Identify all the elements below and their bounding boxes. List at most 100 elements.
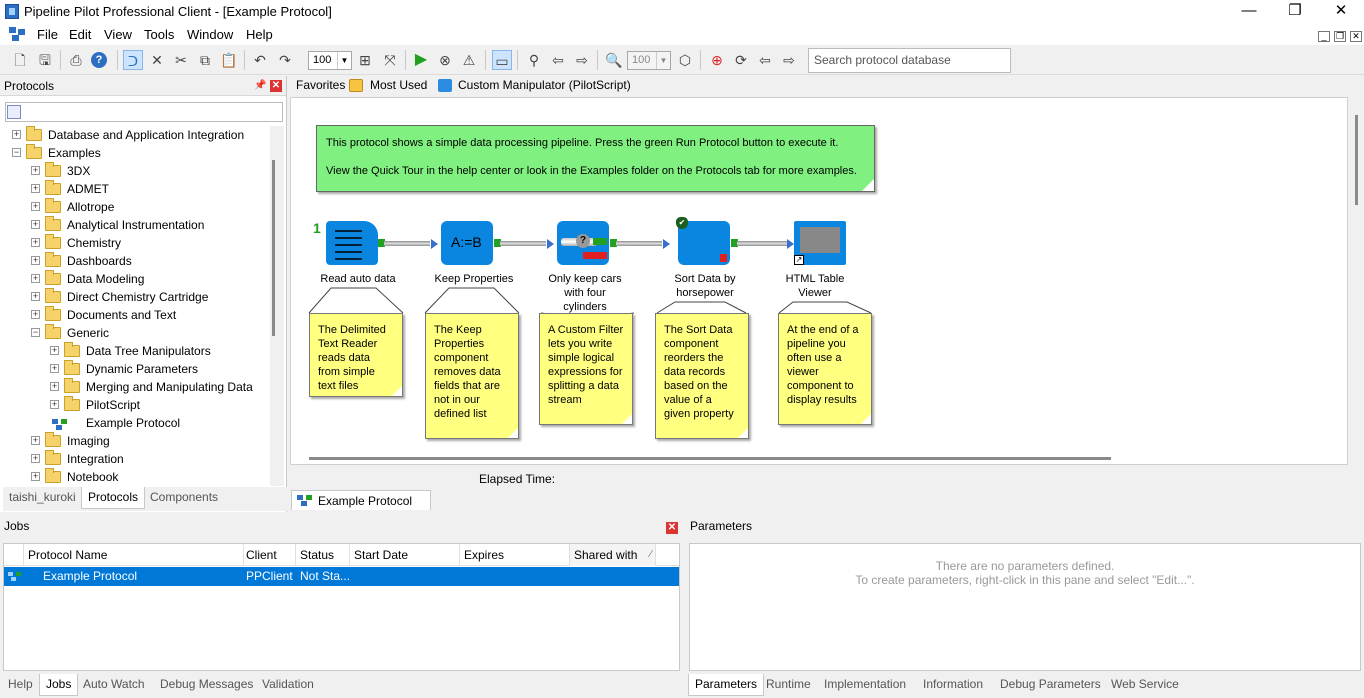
col-client[interactable]: Client T...: [242, 544, 296, 584]
search-input[interactable]: Search protocol database: [808, 48, 1011, 73]
tab-information[interactable]: Information: [923, 677, 984, 691]
tree-item[interactable]: +Direct Chemistry Cartridge: [0, 288, 270, 306]
minimize-button[interactable]: —: [1241, 2, 1257, 19]
menu-file[interactable]: File: [37, 27, 58, 42]
col-status[interactable]: Status: [296, 544, 350, 566]
tab-parameters[interactable]: Parameters: [688, 674, 765, 696]
tree-item[interactable]: +ADMET: [0, 180, 270, 198]
col-shared-with[interactable]: Shared with: [570, 544, 656, 566]
forward-icon[interactable]: ⇨: [576, 52, 588, 68]
component-sort-data[interactable]: ✔: [676, 217, 730, 265]
menu-window[interactable]: Window: [187, 27, 234, 42]
col-protocol-name[interactable]: Protocol Name: [24, 544, 244, 566]
tab-jobs[interactable]: Jobs: [39, 674, 79, 696]
refresh-icon[interactable]: ⟳: [735, 52, 747, 68]
tree-item[interactable]: Example Protocol: [0, 414, 270, 432]
tree-item[interactable]: +Chemistry: [0, 234, 270, 252]
tab-help[interactable]: Help: [8, 677, 33, 691]
tab-protocols[interactable]: Protocols: [81, 487, 146, 509]
save-icon[interactable]: 🖫: [39, 52, 51, 68]
tab-runtime[interactable]: Runtime: [766, 677, 811, 691]
collapse-icon[interactable]: −: [12, 147, 21, 157]
expand-icon[interactable]: +: [12, 129, 21, 139]
custom-manipulator-label[interactable]: Custom Manipulator (PilotScript): [458, 78, 631, 92]
expand-icon[interactable]: +: [50, 363, 59, 373]
tree-scrollbar-thumb[interactable]: [272, 160, 275, 336]
tab-debug-parameters[interactable]: Debug Parameters: [1000, 677, 1101, 691]
mdi-minimize-button[interactable]: _: [1318, 31, 1330, 42]
tab-implementation[interactable]: Implementation: [824, 677, 907, 691]
tree-item[interactable]: +Documents and Text: [0, 306, 270, 324]
expand-icon[interactable]: +: [31, 183, 40, 193]
tab-auto-watch[interactable]: Auto Watch: [83, 677, 145, 691]
tab-components[interactable]: Components: [150, 490, 219, 504]
warning-icon[interactable]: ⚠: [462, 52, 476, 68]
mdi-close-button[interactable]: ✕: [1350, 31, 1362, 42]
tree-item[interactable]: +Data Tree Manipulators: [0, 342, 270, 360]
component-read-auto-data[interactable]: [326, 221, 378, 265]
close-button[interactable]: ✕: [1334, 2, 1348, 19]
tab-validation[interactable]: Validation: [262, 677, 314, 691]
expand-icon[interactable]: +: [31, 201, 40, 211]
note-sort-data[interactable]: The Sort Data component reorders the dat…: [655, 313, 749, 439]
nav-forward-icon[interactable]: ⇨: [783, 52, 795, 68]
tree-item[interactable]: +Data Modeling: [0, 270, 270, 288]
tab-web-service[interactable]: Web Service: [1111, 677, 1179, 691]
expand-icon[interactable]: +: [31, 273, 40, 283]
component-keep-properties[interactable]: A:=B: [441, 221, 493, 265]
col-expires[interactable]: Expires: [460, 544, 570, 566]
lasso-icon[interactable]: ᑐ: [123, 50, 143, 70]
cube-icon[interactable]: ⬡: [678, 52, 692, 68]
maximize-button[interactable]: ❐: [1288, 2, 1302, 19]
new-file-icon[interactable]: 🗋: [14, 52, 26, 68]
expand-icon[interactable]: +: [50, 399, 59, 409]
menu-edit[interactable]: Edit: [69, 27, 92, 42]
tree-item[interactable]: +Database and Application Integration: [0, 126, 270, 144]
cut-icon[interactable]: ✂: [175, 52, 187, 68]
expand-icon[interactable]: +: [31, 255, 40, 265]
expand-icon[interactable]: +: [50, 345, 59, 355]
expand-icon[interactable]: +: [31, 291, 40, 301]
tree-item[interactable]: +Notebook: [0, 468, 270, 486]
tree-item[interactable]: +Allotrope: [0, 198, 270, 216]
job-row[interactable]: Example Protocol PPClient Not Sta...: [4, 567, 679, 586]
tree-scrollbar[interactable]: [270, 126, 284, 486]
close-panel-icon[interactable]: ✕: [270, 80, 282, 92]
run-icon[interactable]: ▶: [414, 51, 428, 68]
tab-taishi-kuroki[interactable]: taishi_kuroki: [9, 490, 76, 504]
tree-item[interactable]: +Dashboards: [0, 252, 270, 270]
note-html-viewer[interactable]: At the end of a pipeline you often use a…: [778, 313, 872, 425]
tree-item[interactable]: +Merging and Manipulating Data: [0, 378, 270, 396]
panel-toggle-icon[interactable]: ▭: [492, 50, 512, 70]
expand-icon[interactable]: ⤧: [384, 52, 396, 68]
tree-item[interactable]: +Integration: [0, 450, 270, 468]
component-html-table-viewer[interactable]: ↗: [794, 221, 846, 265]
tree-item[interactable]: +Imaging: [0, 432, 270, 450]
redo-icon[interactable]: ↷: [279, 52, 291, 68]
tree-item[interactable]: −Generic: [0, 324, 270, 342]
tab-example-protocol[interactable]: Example Protocol: [291, 490, 431, 510]
note-custom-filter[interactable]: A Custom Filter lets you write simple lo…: [539, 313, 633, 425]
expand-icon[interactable]: +: [31, 165, 40, 175]
menu-view[interactable]: View: [104, 27, 132, 42]
canvas-hscroll-thumb[interactable]: [309, 457, 1111, 460]
note-keep-properties[interactable]: The Keep Properties component removes da…: [425, 313, 519, 439]
most-used-label[interactable]: Most Used: [370, 78, 428, 92]
undo-icon[interactable]: ↶: [254, 52, 266, 68]
info-note[interactable]: This protocol shows a simple data proces…: [316, 125, 875, 192]
tree-item[interactable]: +PilotScript: [0, 396, 270, 414]
expand-icon[interactable]: +: [31, 471, 40, 481]
nav-back-icon[interactable]: ⇦: [759, 52, 771, 68]
col-start-date[interactable]: Start Date: [350, 544, 460, 566]
tab-debug-messages[interactable]: Debug Messages: [160, 677, 254, 691]
mdi-restore-button[interactable]: ❐: [1334, 31, 1346, 42]
binoculars-icon[interactable]: ⚲: [528, 52, 540, 68]
print-icon[interactable]: ⎙: [70, 52, 82, 68]
tree-item[interactable]: +3DX: [0, 162, 270, 180]
delete-icon[interactable]: ✕: [151, 52, 163, 68]
copy-icon[interactable]: ⧉: [200, 52, 210, 68]
protocol-canvas[interactable]: This protocol shows a simple data proces…: [290, 97, 1348, 465]
expand-icon[interactable]: +: [31, 219, 40, 229]
tree-item[interactable]: +Analytical Instrumentation: [0, 216, 270, 234]
zoom-magnifier-icon[interactable]: 🔍: [605, 52, 623, 68]
